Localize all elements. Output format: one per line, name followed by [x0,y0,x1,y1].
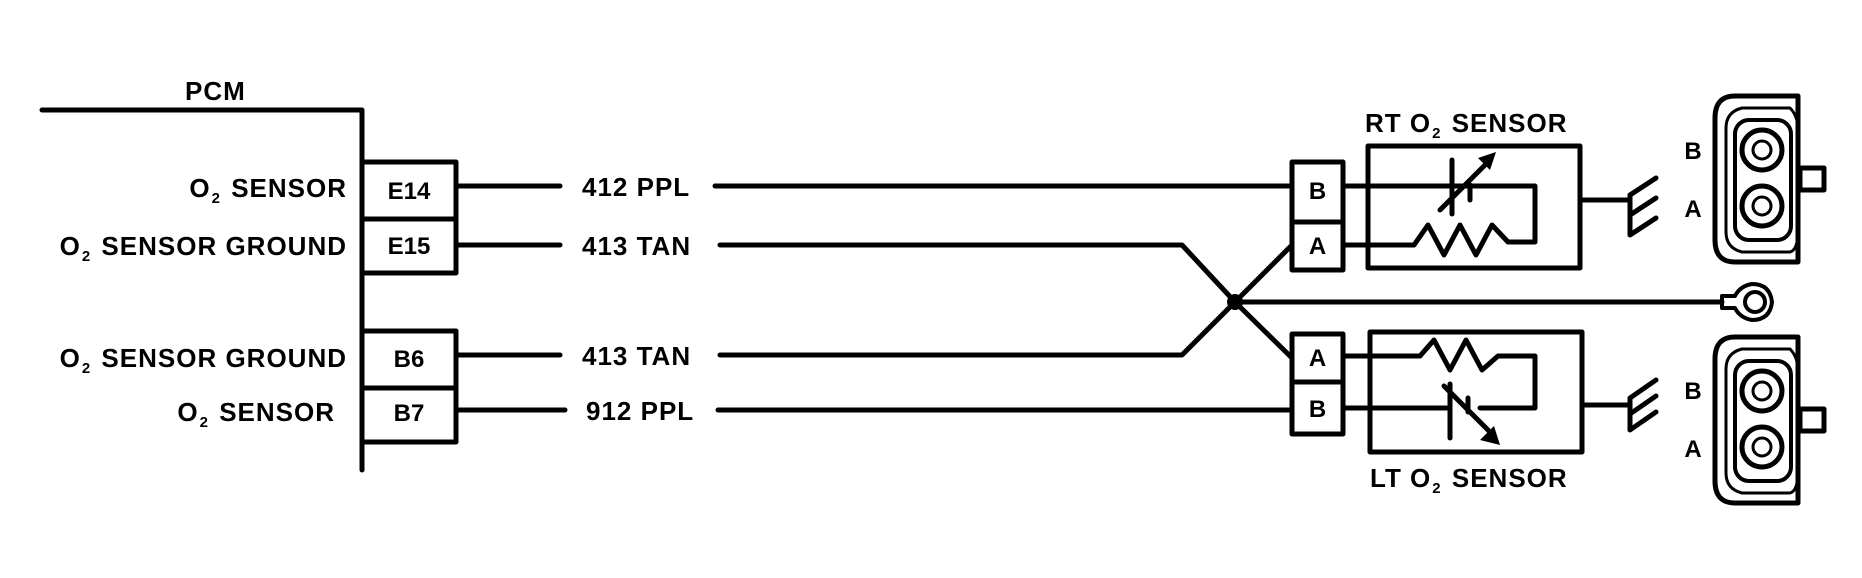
ground-ring-terminal [1720,282,1774,322]
rt-sensor-title: RT O2 SENSOR [1365,108,1568,142]
lt-harness-pin-a-label: A [1308,345,1327,372]
pin-id-b6: B6 [393,346,425,373]
pin-id-e14: E14 [387,178,431,205]
wire-label-412-ppl: 412 PPL [582,172,691,202]
rt-harness-pin-a-label: A [1308,233,1327,260]
pin-id-b7: B7 [393,400,425,427]
lt-sensor-box [1367,329,1585,455]
lt-heater-resistor [1417,337,1538,411]
lt-arrowhead [1480,426,1500,445]
splice-dot [1227,294,1243,310]
rt-face-pin-a: A [1684,196,1702,223]
pcm-function-label-e15: O2 SENSOR GROUND [59,231,347,265]
rt-arrowhead [1478,152,1496,170]
wire-413-e15-right [717,242,1238,305]
lt-sensor-title: LT O2 SENSOR [1370,463,1568,497]
lt-harness-pin-b-label: B [1308,396,1327,423]
wire-label-912-ppl: 912 PPL [586,396,695,426]
lt-face-pin-a: A [1684,436,1702,463]
splice-to-rt-a [1232,242,1295,305]
wire-413-b6-right [717,299,1238,358]
rt-harness-pin-b-label: B [1308,178,1327,205]
wire-label-413-tan-e15: 413 TAN [582,231,692,261]
lt-ground-symbol [1627,377,1659,433]
rt-heater-resistor [1411,222,1511,258]
lt-sensor-connector-face [1712,334,1827,506]
pcm-function-label-b7: O2 SENSOR [177,397,335,431]
pcm-label: PCM [185,76,246,106]
pin-id-e15: E15 [387,233,431,260]
lt-face-pin-b: B [1684,378,1702,405]
pcm-function-label-b6: O2 SENSOR GROUND [59,343,347,377]
rt-ground-symbol [1627,175,1659,238]
rt-sensor-box [1365,143,1583,271]
rt-sensor-connector-face [1712,93,1827,265]
pin-box-b7 [359,385,459,445]
wire-label-413-tan-b6: 413 TAN [582,341,692,371]
rt-face-pin-b: B [1684,138,1702,165]
splice-to-lt-a [1232,299,1295,361]
pcm-function-label-e14: O2 SENSOR [189,173,347,207]
